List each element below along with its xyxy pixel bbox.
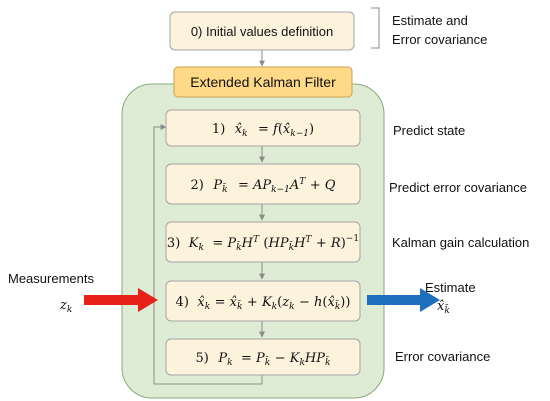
init-box-label: 0) Initial values definition: [191, 24, 333, 39]
step-2-formula: 2) Pk̄ = APk−1AT + Q: [191, 171, 336, 196]
feedback-loop: [153, 124, 263, 385]
step-4-formula: 4) x̂k = x̂k̄ + Kk(zk − h(x̂k̄)): [176, 293, 351, 313]
step-5-box: [165, 338, 361, 376]
output-arrow: [367, 288, 440, 312]
output-symbol: x̂k̄: [437, 299, 450, 316]
step-3-box: [165, 221, 361, 263]
input-title: Measurements: [8, 271, 94, 286]
side-label-error-covariance: Error covariance: [395, 349, 490, 364]
step-1-box: [165, 109, 361, 147]
filter-header: [173, 66, 353, 98]
input-symbol: zk: [59, 298, 72, 315]
step-3-formula: 3) Kk = Pk̄HT (HPk̄HT + R)−1: [167, 229, 359, 254]
step-5-formula: 5) Pk = Pk̄ − KkHPk̄: [196, 349, 331, 369]
init-note-line-1: Estimate and: [392, 13, 468, 28]
init-note-line-2: Error covariance: [392, 32, 487, 47]
output-title: Estimate: [425, 280, 476, 295]
init-note-brace: [371, 7, 380, 49]
step-1-formula: 1) x̂k = f(x̂k−1): [212, 120, 314, 140]
step-4-box: [165, 280, 361, 322]
side-label-kalman-gain: Kalman gain calculation: [392, 235, 529, 250]
side-label-predict-error-covariance: Predict error covariance: [389, 180, 527, 195]
side-label-predict-state: Predict state: [393, 123, 465, 138]
step-2-box: [165, 163, 361, 205]
filter-header-title: Extended Kalman Filter: [190, 74, 336, 90]
input-arrow: [84, 288, 158, 312]
